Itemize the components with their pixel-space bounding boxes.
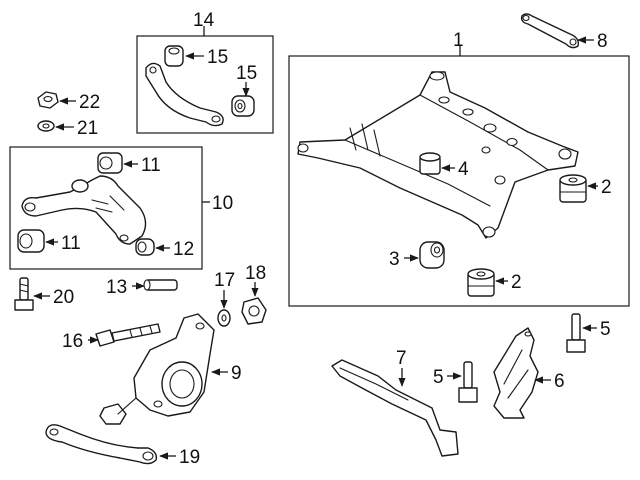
callout-19: 19 <box>179 447 200 468</box>
bushing-12 <box>135 238 155 256</box>
callout-5-left: 5 <box>433 367 444 388</box>
callout-1: 1 <box>453 30 464 51</box>
callout-4: 4 <box>458 159 469 180</box>
nut-22 <box>37 91 59 109</box>
callout-18: 18 <box>245 263 266 284</box>
bushing-15-top <box>164 45 184 67</box>
callout-16: 16 <box>62 331 83 352</box>
callout-6: 6 <box>554 371 565 392</box>
callout-11-top: 11 <box>141 155 161 176</box>
bracket-7 <box>331 359 459 457</box>
callout-7: 7 <box>396 348 407 369</box>
nut-18 <box>241 297 267 325</box>
callout-2-bottom: 2 <box>511 272 522 293</box>
washer-17 <box>217 309 231 327</box>
link-8 <box>520 13 580 49</box>
lower-control-arm <box>21 175 147 245</box>
callout-20: 20 <box>53 287 74 308</box>
callout-3: 3 <box>389 249 400 270</box>
knuckle-9 <box>99 313 215 425</box>
bolt-5-right <box>566 313 586 353</box>
callout-8: 8 <box>597 31 608 52</box>
callout-13: 13 <box>106 277 127 298</box>
washer-21 <box>37 120 55 132</box>
lower-arm-group-box <box>9 146 203 270</box>
callout-15-top: 15 <box>207 47 228 68</box>
bracket-6 <box>493 327 539 419</box>
bushing-11-top <box>97 152 123 174</box>
callout-5-right: 5 <box>600 319 611 340</box>
callout-14: 14 <box>193 10 215 31</box>
link-19 <box>45 424 158 465</box>
bushing-11-left <box>17 229 45 253</box>
callout-22: 22 <box>79 92 100 113</box>
bolt-5-left <box>458 361 478 403</box>
mount-2-right <box>559 174 587 203</box>
callout-9: 9 <box>231 363 242 384</box>
callout-21: 21 <box>77 118 98 139</box>
upper-control-arm <box>145 62 224 127</box>
mount-2-bottom <box>467 268 495 297</box>
callout-17: 17 <box>214 270 235 291</box>
bushing-3 <box>419 241 445 269</box>
callout-12: 12 <box>173 239 194 260</box>
subframe-group-box <box>288 55 630 307</box>
bolt-16 <box>95 323 161 347</box>
callout-2-right: 2 <box>601 177 612 198</box>
sleeve-13 <box>143 279 178 291</box>
upper-arm-group-box <box>136 35 274 134</box>
callout-15-right: 15 <box>236 63 257 84</box>
bushing-15-right <box>231 95 255 117</box>
callout-11-left: 11 <box>61 233 81 254</box>
bolt-20 <box>14 277 34 311</box>
callout-10: 10 <box>212 193 233 214</box>
bushing-4 <box>419 152 441 175</box>
